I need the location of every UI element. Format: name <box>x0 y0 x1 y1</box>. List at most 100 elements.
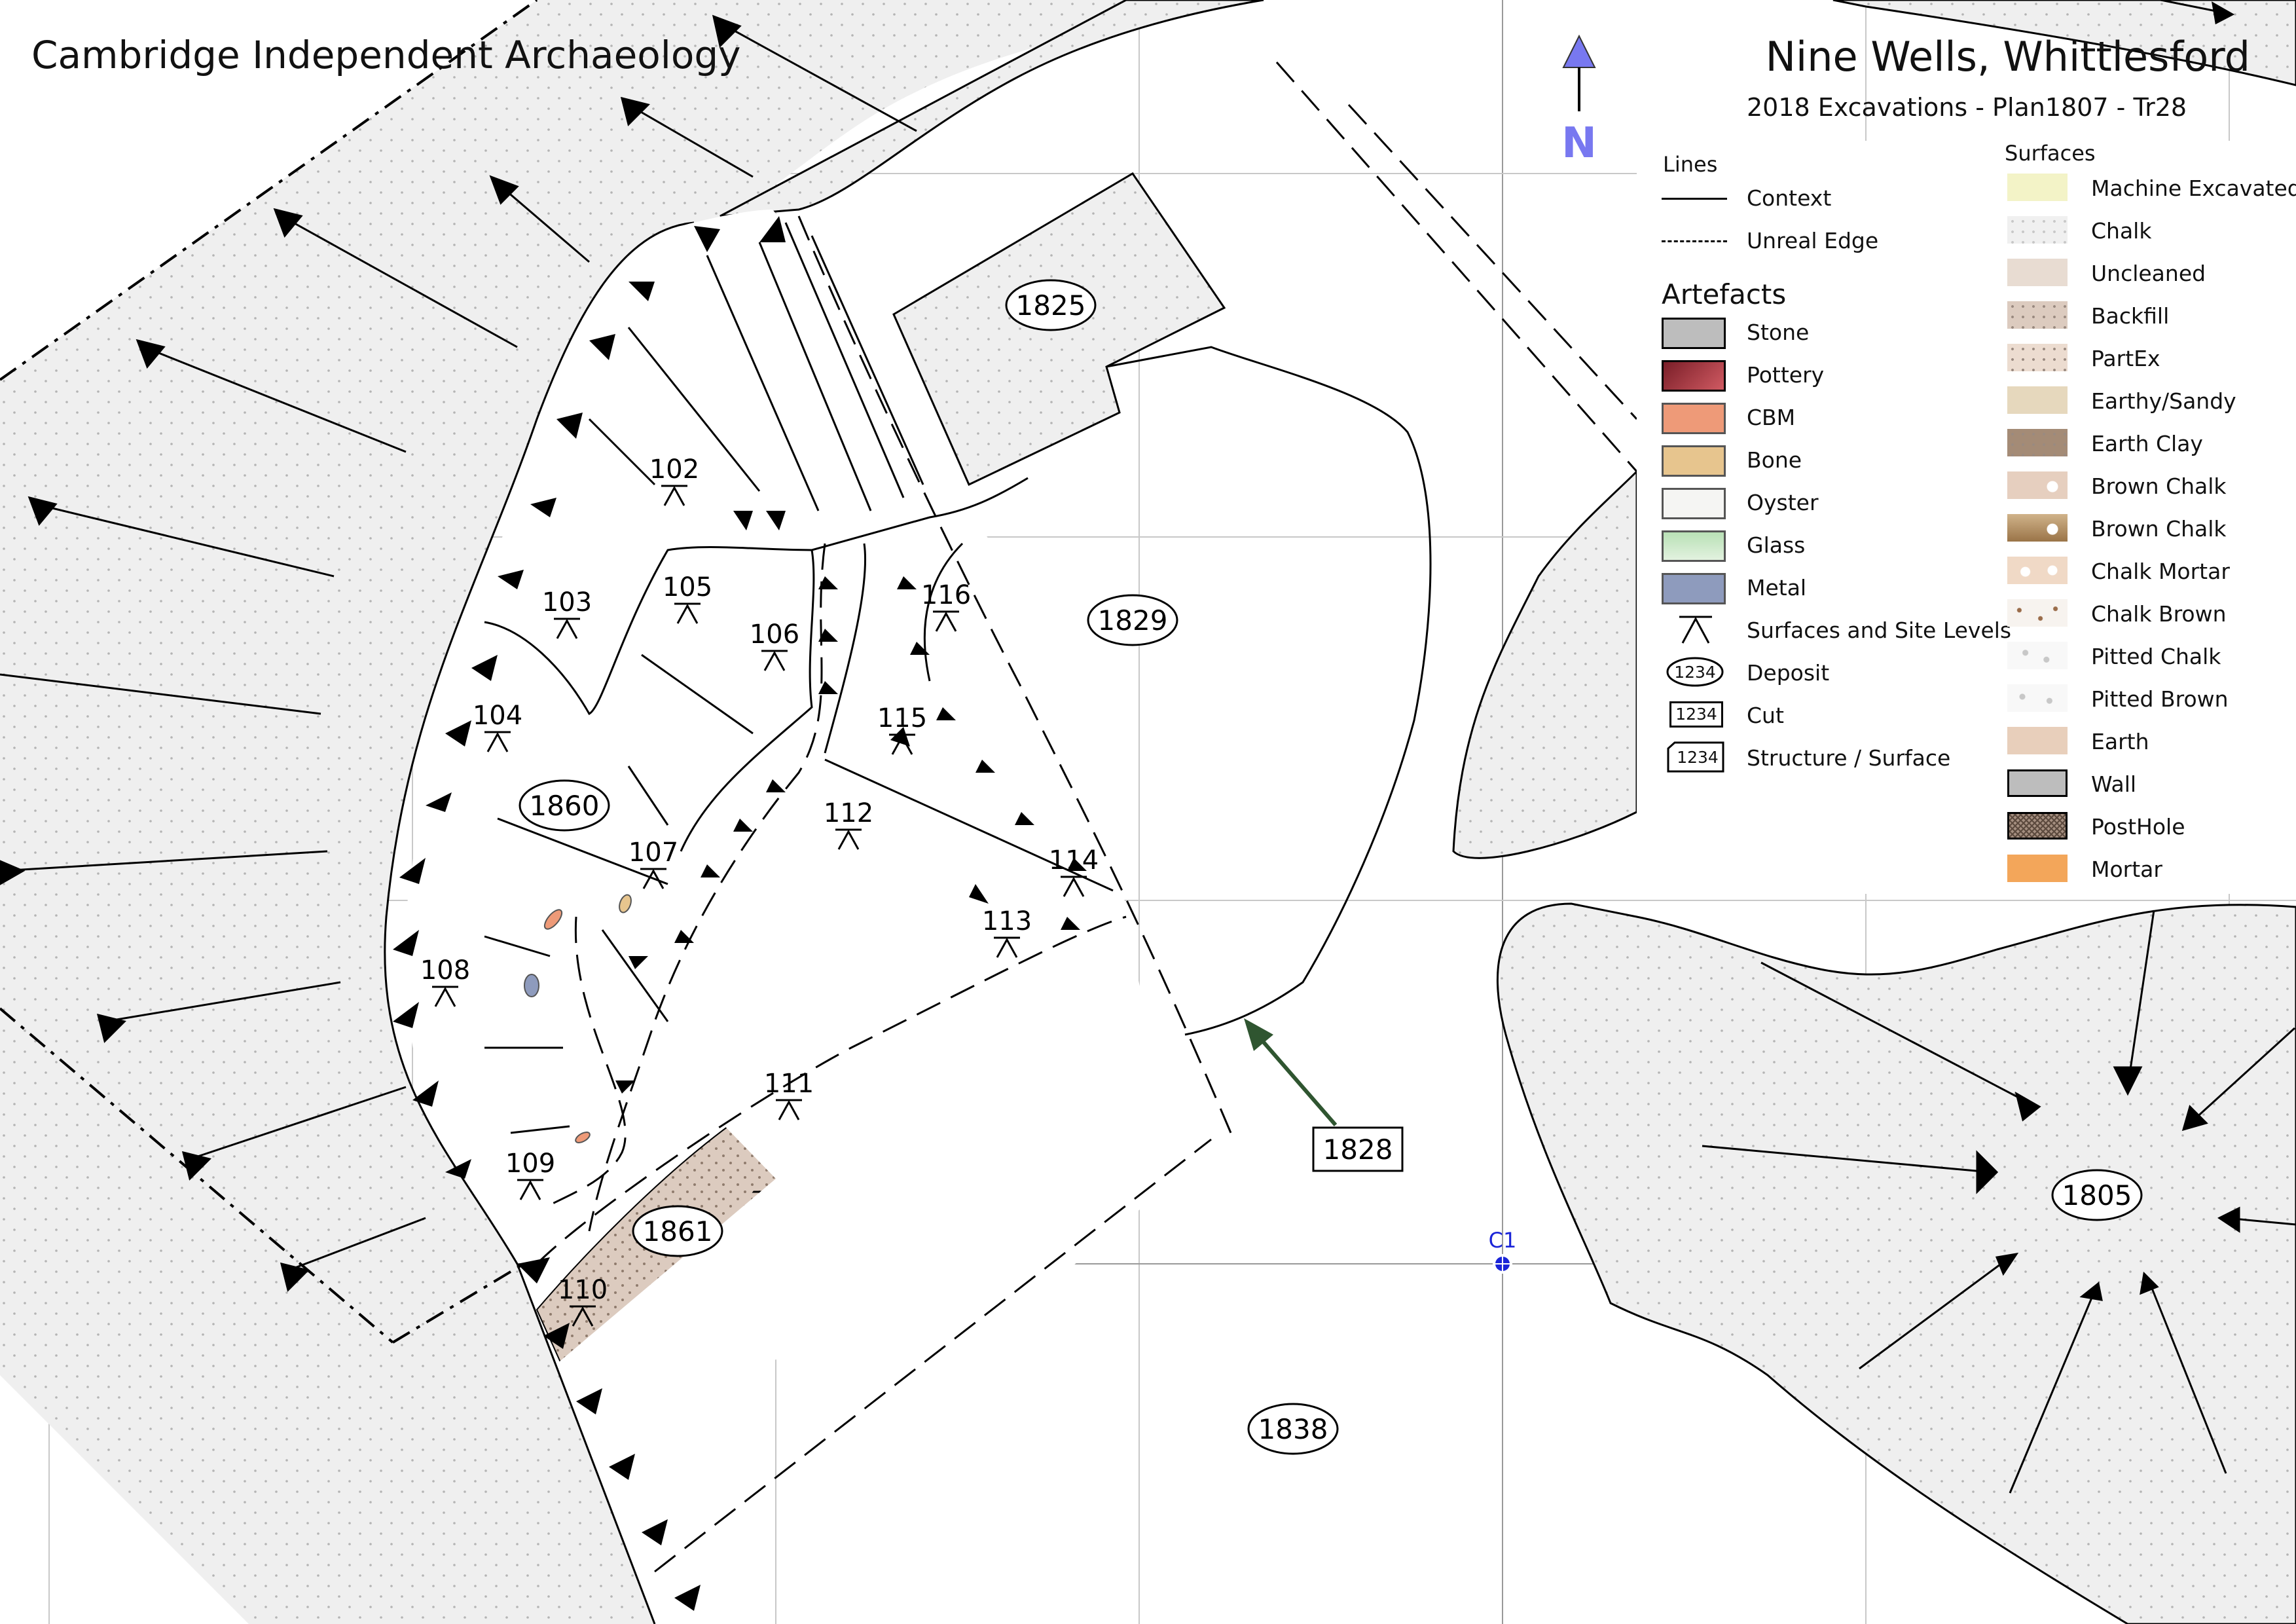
deposit-1861-label: 1861 <box>643 1215 713 1247</box>
level-115-label: 115 <box>877 703 927 733</box>
legend-cbm: CBM <box>1747 405 1796 430</box>
level-102-label: 102 <box>649 454 699 485</box>
legend-stone: Stone <box>1747 320 1810 345</box>
legend-earthy-sandy: Earthy/Sandy <box>2091 388 2236 414</box>
level-113-label: 113 <box>982 906 1032 936</box>
legend-artefacts-heading: Artefacts <box>1662 278 1787 310</box>
legend-deposit: Deposit <box>1747 660 1830 686</box>
legend-bone: Bone <box>1747 447 1802 473</box>
level-103-label: 103 <box>542 587 592 618</box>
legend-brown-chalk-1: Brown Chalk <box>2091 473 2227 499</box>
feature-1805 <box>1496 902 2296 1624</box>
swatch-chalk-brown <box>2007 599 2068 627</box>
legend-line-solid-icon <box>1662 198 1727 200</box>
legend-panel: 2018 Excavations - Plan1807 - Tr28 Lines… <box>1637 93 2296 894</box>
north-arrow-icon <box>1562 34 1596 111</box>
organisation-title: Cambridge Independent Archaeology <box>31 33 741 77</box>
legend-pitted-brown: Pitted Brown <box>2091 686 2229 712</box>
grid-point-c1 <box>1493 1254 1512 1274</box>
deposit-1805-label: 1805 <box>2062 1179 2132 1211</box>
level-symbol-icons <box>432 485 1087 1327</box>
arrow-1828 <box>1244 1018 1338 1126</box>
swatch-mortar <box>2007 855 2068 882</box>
legend-mortar: Mortar <box>2091 857 2162 882</box>
swatch-oyster <box>1662 488 1726 519</box>
swatch-chalk <box>2007 216 2068 244</box>
legend-cut: Cut <box>1747 703 1784 728</box>
legend-surfaces-levels: Surfaces and Site Levels <box>1747 618 2012 643</box>
legend-oyster: Oyster <box>1747 490 1819 515</box>
deposit-1825-label: 1825 <box>1016 289 1086 322</box>
chalk-band-north <box>720 0 1264 217</box>
deposit-labels: 1825 1829 1860 1861 1838 1805 <box>519 279 2143 1455</box>
legend-chalk-mortar: Chalk Mortar <box>2091 559 2230 584</box>
cut-symbol-icon: 1234 <box>1669 701 1723 728</box>
legend-brown-chalk-2: Brown Chalk <box>2091 516 2227 542</box>
legend-metal: Metal <box>1747 575 1807 600</box>
level-106-label: 106 <box>750 619 799 650</box>
level-109-label: 109 <box>505 1149 555 1179</box>
deposit-1860-label: 1860 <box>530 790 600 822</box>
legend-chalk-brown: Chalk Brown <box>2091 601 2227 627</box>
deposit-symbol-icon <box>1666 657 1724 687</box>
swatch-glass <box>1662 530 1726 562</box>
swatch-brown-chalk-1 <box>2007 471 2068 499</box>
legend-line-unreal-edge: Unreal Edge <box>1747 228 1879 253</box>
swatch-partex <box>2007 344 2068 371</box>
deposit-symbol-text: 1234 <box>1674 663 1716 682</box>
swatch-brown-chalk-2 <box>2007 514 2068 542</box>
unreal-edges <box>536 62 1638 1573</box>
swatch-pottery <box>1662 360 1726 392</box>
legend-partex: PartEx <box>2091 346 2160 371</box>
structure-symbol-text: 1234 <box>1677 748 1719 767</box>
deposit-1838-label: 1838 <box>1258 1413 1328 1445</box>
swatch-earth <box>2007 727 2068 754</box>
cut-edge-ticks <box>393 216 1087 1611</box>
swatch-chalk-mortar <box>2007 557 2068 584</box>
swatch-wall <box>2007 769 2068 797</box>
cut-1828: 1828 <box>1312 1126 1404 1172</box>
legend-pitted-chalk: Pitted Chalk <box>2091 644 2221 669</box>
level-116-label: 116 <box>921 580 971 610</box>
legend-line-context: Context <box>1747 185 1832 211</box>
legend-surfaces-heading: Surfaces <box>2005 141 2096 166</box>
level-107-label: 107 <box>629 838 678 868</box>
level-105-label: 105 <box>663 572 712 602</box>
level-112-label: 112 <box>824 798 873 828</box>
legend-uncleaned: Uncleaned <box>2091 261 2206 286</box>
level-114-label: 114 <box>1049 845 1099 876</box>
level-104-label: 104 <box>473 701 522 731</box>
swatch-earth-clay <box>2007 429 2068 456</box>
level-labels: 102 103 104 105 106 107 108 109 110 111 … <box>420 454 1099 1327</box>
deposit-1829-outline <box>1106 346 1432 1036</box>
level-111-label: 111 <box>764 1069 814 1099</box>
legend-lines-heading: Lines <box>1663 152 1718 177</box>
pit-interior <box>404 210 1231 1375</box>
grid-point-label: C1 <box>1489 1228 1517 1253</box>
level-108-label: 108 <box>420 955 470 986</box>
hachures <box>0 0 2296 1494</box>
level-symbol-icon <box>1679 616 1712 644</box>
chalk-strip-north-east <box>1832 0 2296 86</box>
legend-backfill: Backfill <box>2091 303 2170 329</box>
swatch-stone <box>1662 318 1726 349</box>
swatch-earthy-sandy <box>2007 386 2068 414</box>
legend-posthole: PostHole <box>2091 814 2185 840</box>
level-110-label: 110 <box>558 1275 608 1305</box>
legend-pottery: Pottery <box>1747 362 1825 388</box>
legend-structure-surface: Structure / Surface <box>1747 745 1951 771</box>
legend-machine-excavated: Machine Excavated <box>2091 175 2296 201</box>
legend-earth: Earth <box>2091 729 2149 754</box>
swatch-metal <box>1662 573 1726 604</box>
swatch-machine-excavated <box>2007 174 2068 201</box>
structure-symbol-icon <box>1667 741 1724 773</box>
cut-1828-label: 1828 <box>1323 1134 1393 1166</box>
legend-glass: Glass <box>1747 532 1806 558</box>
swatch-pitted-brown <box>2007 684 2068 712</box>
trench-boundary <box>0 0 538 1344</box>
swatch-uncleaned <box>2007 259 2068 286</box>
swatch-posthole <box>2007 812 2068 840</box>
plan-title: 2018 Excavations - Plan1807 - Tr28 <box>1747 93 2187 122</box>
artefacts <box>524 894 632 1143</box>
